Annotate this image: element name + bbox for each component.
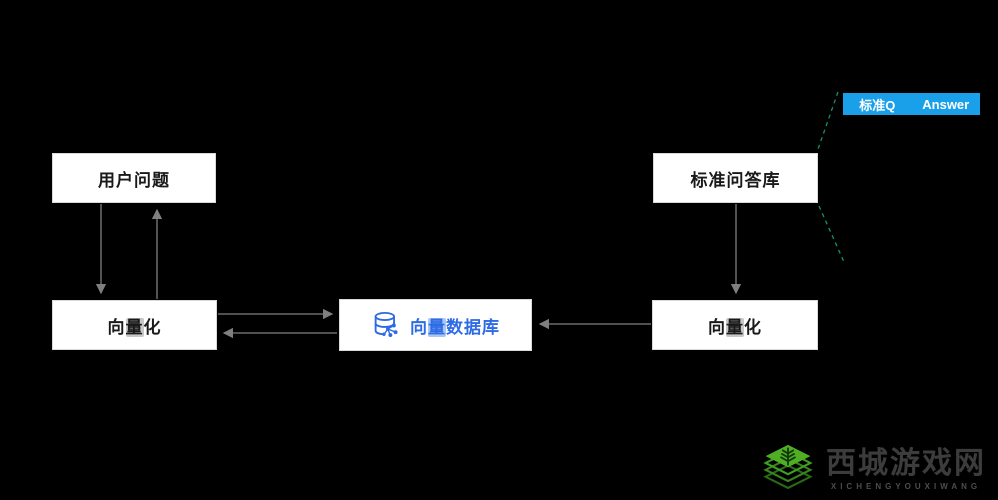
- node-label: 用户问题: [98, 170, 170, 190]
- node-label: 向量化: [708, 313, 762, 338]
- node-label-part: 化: [744, 317, 762, 337]
- watermark-text: 西城游戏网 XICHENGYOUXIWANG: [826, 447, 986, 491]
- node-label-part: 数据库: [446, 317, 500, 337]
- callout-table-header: 标准Q Answer: [843, 93, 980, 115]
- node-label-part-highlight: 量: [125, 317, 144, 337]
- database-network-icon: [371, 310, 401, 340]
- node-label-part: 向: [708, 317, 726, 337]
- node-user-question: 用户问题: [52, 153, 216, 203]
- node-label-part-highlight: 量: [726, 317, 744, 337]
- node-label-part: 向: [107, 317, 126, 337]
- node-label-part: 化: [143, 317, 162, 337]
- watermark: 西城游戏网 XICHENGYOUXIWANG: [760, 444, 986, 494]
- node-standard-qa: 标准问答库: [653, 153, 818, 203]
- wheat-stack-logo-icon: [760, 444, 816, 494]
- watermark-title: 西城游戏网: [826, 447, 986, 480]
- callout-col-answer: Answer: [922, 96, 970, 112]
- node-vectorize-right: 向量化: [652, 300, 818, 350]
- node-label: 向量数据库: [410, 313, 500, 338]
- callout-col-standard-q: 标准Q: [859, 97, 896, 113]
- node-vectorize-left: 向量化: [52, 300, 217, 350]
- node-label-part: 向: [410, 317, 428, 337]
- node-vector-db: 向量数据库: [339, 299, 532, 351]
- dashed-link-bottom: [818, 205, 845, 263]
- node-label: 向量化: [108, 313, 162, 338]
- node-label: 标准问答库: [690, 170, 781, 190]
- watermark-subtitle: XICHENGYOUXIWANG: [830, 482, 982, 491]
- dashed-link-top: [816, 91, 839, 153]
- node-label-part-highlight: 量: [428, 317, 446, 337]
